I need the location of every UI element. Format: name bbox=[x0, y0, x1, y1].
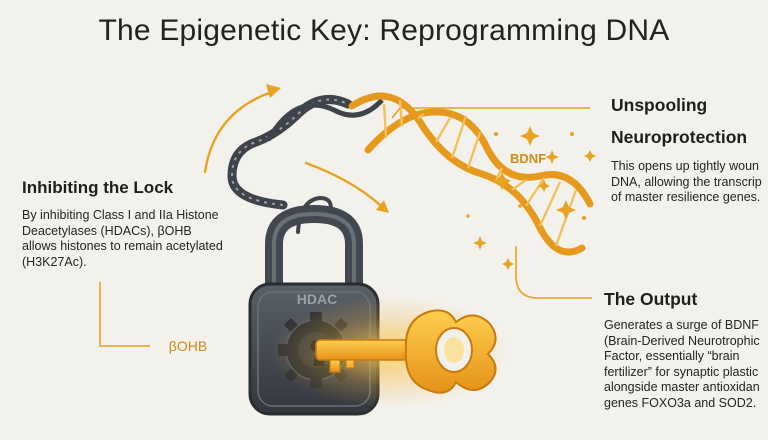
key-label: βOHB bbox=[169, 338, 207, 354]
lock-label: HDAC bbox=[297, 291, 337, 307]
output-block: The Output Generates a surge of BDNF (Br… bbox=[604, 289, 768, 411]
dna-helix-icon bbox=[227, 92, 594, 256]
sparkle-icon bbox=[466, 126, 596, 270]
arrow-icon bbox=[203, 90, 382, 207]
key-icon bbox=[270, 296, 510, 408]
unspooling-block: Unspooling Neuroprotection This opens up… bbox=[611, 95, 768, 206]
bdnf-label: BDNF bbox=[510, 151, 546, 166]
inhibiting-lock-heading: Inhibiting the Lock bbox=[22, 178, 174, 197]
page-title: The Epigenetic Key: Reprogramming DNA bbox=[98, 14, 670, 47]
unspooling-text: This opens up tightly woun DNA, allowing… bbox=[611, 159, 762, 204]
inhibiting-lock-block: Inhibiting the Lock By inhibiting Class … bbox=[22, 178, 227, 270]
output-text: Generates a surge of BDNF (Brain-Derived… bbox=[604, 318, 760, 410]
inhibiting-lock-text: By inhibiting Class I and IIa Histone De… bbox=[22, 208, 223, 269]
unspooling-heading-line1: Unspooling bbox=[611, 95, 708, 115]
arrow-heads bbox=[266, 84, 389, 213]
unspooling-heading-line2: Neuroprotection bbox=[611, 127, 748, 147]
output-heading: The Output bbox=[604, 289, 698, 309]
